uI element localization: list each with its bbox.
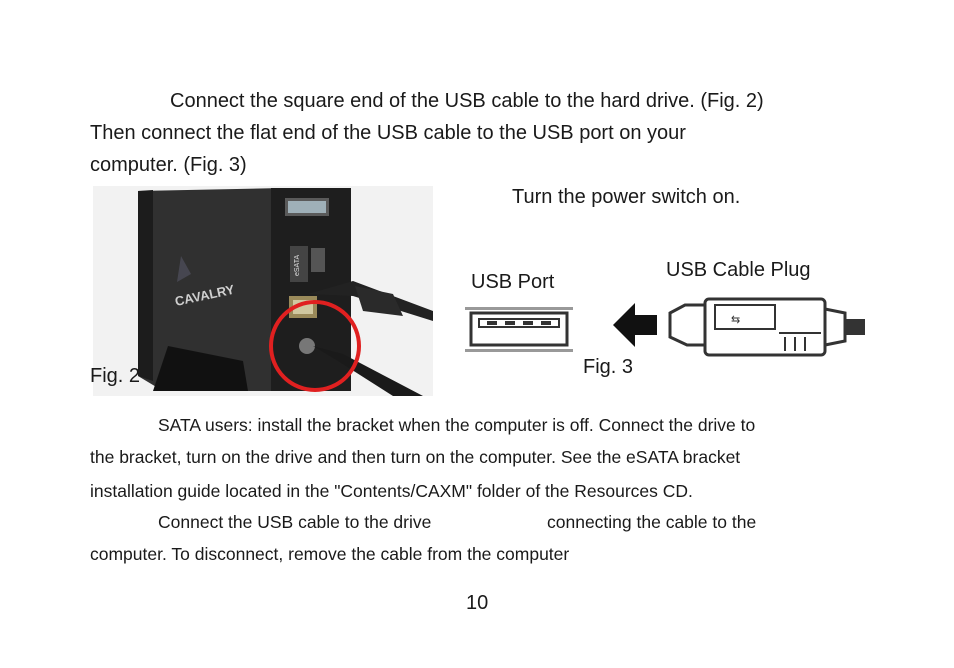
paragraph1-line3: computer. (Fig. 3) xyxy=(90,154,247,176)
paragraph1-line2: Then connect the flat end of the USB cab… xyxy=(90,122,686,144)
fig2-caption: Fig. 2 xyxy=(90,365,141,387)
usb-port-label: USB Port xyxy=(471,271,555,293)
paragraph2-line4a: Connect the USB cable to the drive xyxy=(158,512,432,532)
svg-text:⇆: ⇆ xyxy=(731,314,740,326)
fig3-usb-illustration: ⇆ xyxy=(465,285,865,365)
left-arrow-icon xyxy=(613,303,657,347)
paragraph2-line1: SATA users: install the bracket when the… xyxy=(158,415,756,435)
paragraph1-line1: Connect the square end of the USB cable … xyxy=(170,90,764,112)
usb-cable-plug-label: USB Cable Plug xyxy=(666,259,811,281)
paragraph2-line2: the bracket, turn on the drive and then … xyxy=(90,447,741,467)
hard-drive-illustration: CAVALRY eSATA xyxy=(93,186,433,396)
usb-cable-plug-icon: ⇆ xyxy=(668,297,865,357)
paragraph2-line3: installation guide located in the "Conte… xyxy=(90,481,693,501)
fig3-caption: Fig. 3 xyxy=(583,356,634,378)
power-instruction: Turn the power switch on. xyxy=(512,186,741,208)
highlight-circle xyxy=(269,300,361,392)
usb-port-icon xyxy=(465,307,573,352)
page-number: 10 xyxy=(466,592,489,614)
fig2-hard-drive-photo: CAVALRY eSATA xyxy=(93,186,433,396)
paragraph2-line5: computer. To disconnect, remove the cabl… xyxy=(90,544,570,564)
paragraph2-line4b: connecting the cable to the xyxy=(547,512,757,532)
usb-connector-illustration: ⇆ xyxy=(465,297,865,357)
esata-port-label: eSATA xyxy=(294,255,301,276)
